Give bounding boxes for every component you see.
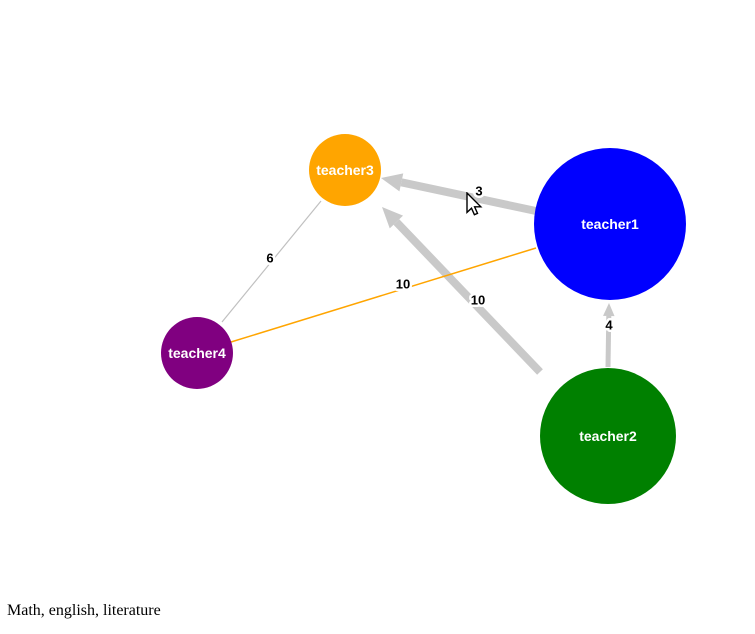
node-label: teacher4 — [168, 345, 226, 361]
node-label: teacher1 — [581, 216, 639, 232]
edge-line — [230, 247, 537, 343]
node-circle — [309, 134, 381, 206]
edge-teacher2-teacher1[interactable]: 4 — [603, 303, 616, 368]
edge-line — [400, 178, 537, 215]
node-circle — [534, 148, 686, 300]
edge-arrowhead-icon — [382, 207, 404, 229]
edge-teacher4-teacher1[interactable]: 10 — [230, 247, 537, 343]
footer-subjects-text: Math, english, literature — [7, 602, 161, 619]
node-teacher1[interactable]: teacher1 — [534, 148, 686, 300]
edge-weight-label: 6 — [266, 251, 273, 266]
edge-line — [393, 219, 543, 375]
edge-weight-label: 3 — [475, 184, 482, 199]
edge-teacher1-teacher3[interactable]: 3 — [381, 173, 537, 215]
node-circle — [161, 317, 233, 389]
node-teacher4[interactable]: teacher4 — [161, 317, 233, 389]
edge-teacher2-teacher3[interactable]: 10 — [382, 207, 543, 375]
edge-line — [605, 315, 612, 368]
edge-line — [221, 200, 322, 323]
node-teacher2[interactable]: teacher2 — [540, 368, 676, 504]
edge-arrowhead-icon — [381, 173, 404, 192]
edge-arrowhead-icon — [603, 303, 615, 317]
node-label: teacher3 — [316, 162, 374, 178]
edge-teacher4-teacher3[interactable]: 6 — [221, 200, 322, 323]
edge-weight-label: 10 — [396, 277, 410, 292]
node-circle — [540, 368, 676, 504]
edge-weight-label: 10 — [471, 293, 485, 308]
edge-weight-label: 4 — [605, 318, 613, 333]
node-label: teacher2 — [579, 428, 637, 444]
node-teacher3[interactable]: teacher3 — [309, 134, 381, 206]
